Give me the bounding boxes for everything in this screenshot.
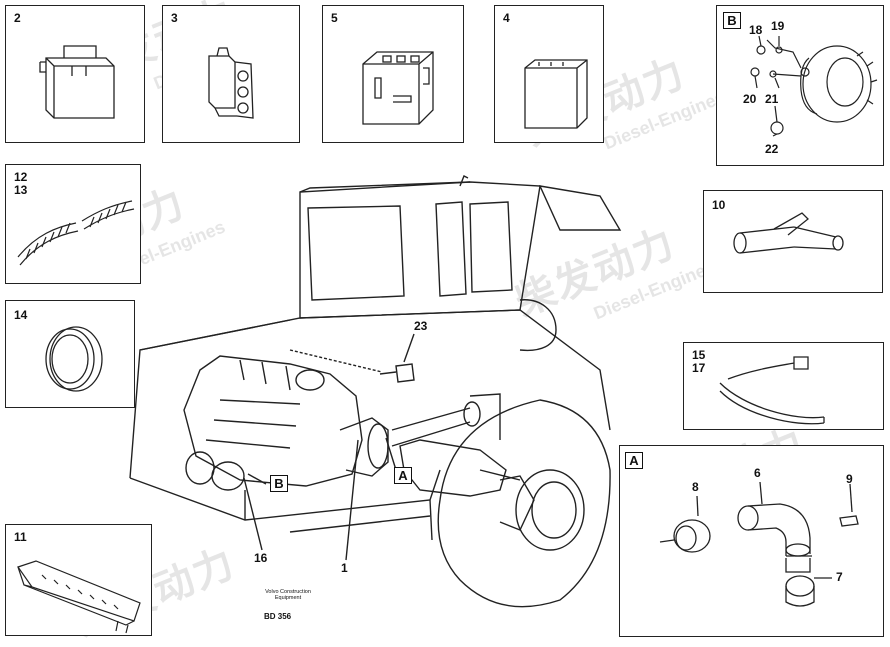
panel-label: 11 [14,530,27,544]
panel-part-14: 14 [5,300,135,408]
detail-tag-a: A [394,467,412,484]
panel-part-5: 5 [322,5,464,143]
seal-ring-drawing [45,326,103,392]
callout-23: 23 [414,319,428,333]
detail-tag-b: B [270,475,288,492]
panel-label: 2 [14,11,21,25]
panel-label: 15 17 [692,348,706,375]
panel-label: 5 [331,11,338,25]
callout-20: 20 [743,92,757,106]
panel-part-3: 3 [162,5,300,143]
callout-22: 22 [765,142,779,156]
panel-label: 12 13 [14,170,28,197]
connector-housing-drawing [39,45,115,119]
callout-16: 16 [254,551,268,565]
y-hose-drawing [733,212,844,254]
callout-1: 1 [341,561,348,575]
relay-socket-drawing [362,51,434,125]
panel-part-4: 4 [494,5,604,143]
panel-letter-tag: B [723,12,741,29]
panel-label: 10 [712,198,726,212]
callout-21: 21 [765,92,779,106]
callout-8: 8 [692,480,699,494]
panel-detail-a: A 8 6 9 7 [619,445,884,637]
callout-6: 6 [754,466,761,480]
panel-part-11: 11 [5,524,152,636]
panel-part-2: 2 [5,5,145,143]
panel-part-10: 10 [703,190,883,293]
manufacturer-credit: Volvo Construction Equipment [265,589,311,601]
multi-pin-connector-drawing [17,560,141,634]
callout-9: 9 [846,472,853,486]
hose-fittings-drawing [659,481,859,607]
callout-7: 7 [836,570,843,584]
cable-tie-drawing [719,356,825,425]
alternator-drawing [750,35,878,137]
panel-letter-tag: A [625,452,643,469]
callout-18: 18 [749,23,763,37]
panel-part-12-13: 12 13 [5,164,141,284]
bellows-drawing [17,200,135,266]
connector-plug-drawing [208,47,254,119]
relay-drawing [524,59,588,129]
panel-part-15-17: 15 17 [683,342,884,430]
panel-label: 14 [14,308,28,322]
callout-19: 19 [771,19,785,33]
panel-label: 4 [503,11,510,25]
drawing-reference: BD 356 [264,612,292,621]
panel-label: 3 [171,11,178,25]
panel-detail-b: B 18 19 20 21 22 [716,5,884,166]
